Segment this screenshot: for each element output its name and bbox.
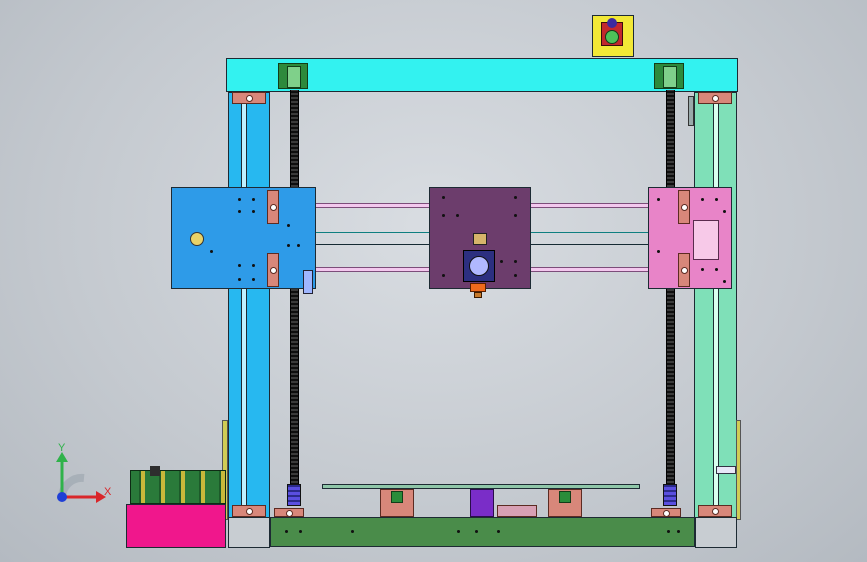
base-plate [270,517,695,547]
top-right-bracket [688,96,694,126]
controller-board [130,470,226,504]
coordinate-triad: Y X [40,440,120,510]
bed-belt-block [497,505,537,517]
right-column-inner-rail [713,93,719,548]
right-rail-strip [736,420,741,520]
right-x-carriage [648,187,732,289]
bed-support-left [380,489,414,517]
bottom-left-clamp [232,505,266,517]
hotend-heater-block [470,283,486,292]
right-coupler [663,484,677,506]
left-carriage-lower-clamp [267,253,279,287]
spool-holder-knob [607,18,617,28]
nozzle [474,292,482,298]
left-x-carriage [171,187,316,289]
triad-svg [56,452,106,503]
top-left-clamp [232,92,266,104]
left-carriage-upper-clamp [267,190,279,224]
bottom-right-clamp [698,505,732,517]
spool-holder [592,15,634,57]
left-foot-box [228,517,270,548]
hotend-mount [473,233,487,245]
bed-support-right-bore [559,491,571,503]
left-idler-pulley [190,232,204,246]
hotend-fan [463,250,495,282]
bed-support-right [548,489,582,517]
right-foot-box [695,517,737,548]
right-idler-block [693,220,719,260]
left-column-inner-rail [241,93,247,548]
right-carriage-upper-clamp [678,190,690,224]
bed-motor [470,489,494,517]
right-screw-bearing [651,508,681,517]
left-screw-bearing [274,508,304,517]
triad-y-label: Y [58,442,66,454]
controller-heatsink [150,466,160,476]
right-z-motor [654,63,684,89]
right-side-sensor [716,466,736,474]
left-z-motor [278,63,308,89]
triad-x-label: X [104,486,112,498]
power-supply [126,504,226,548]
print-bed [322,484,640,489]
left-coupler [287,484,301,506]
left-column [228,92,270,548]
top-beam [226,58,738,92]
right-column [694,92,737,548]
right-carriage-lower-clamp [678,253,690,287]
spool-holder-wheel [605,30,619,44]
bed-support-left-bore [391,491,403,503]
hotend-fan-blade [469,256,489,276]
top-right-clamp [698,92,732,104]
left-endstop [303,270,313,294]
